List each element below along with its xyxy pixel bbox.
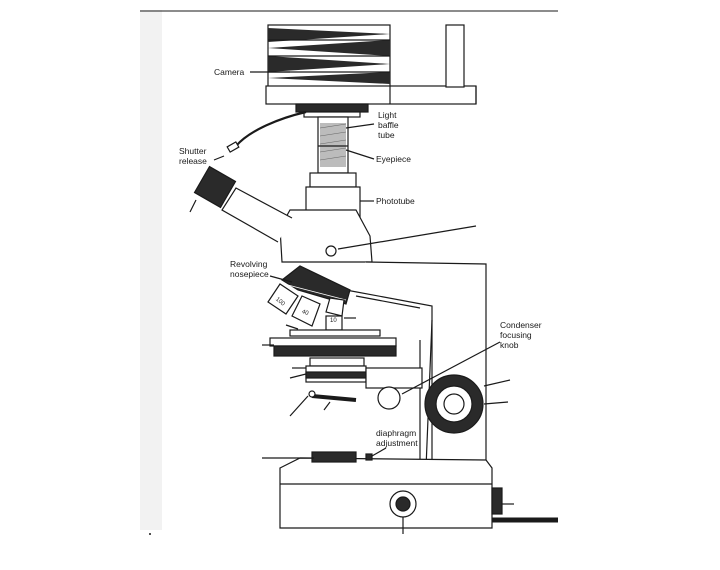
page-gutter [140,10,162,530]
label-diaphragm-adjustment: diaphragm adjustment [376,428,419,448]
baffle-leader [345,123,375,129]
stage-platform [262,324,397,357]
diaphragm-screw [262,453,373,461]
label-light-baffle-tube: Light baffle tube [378,110,401,140]
condenser-bracket [365,367,423,410]
objective-10 [325,297,356,331]
shutter-release-cable [213,110,307,161]
nosepiece-leader [269,275,293,283]
focus-knob [424,374,511,434]
filter-holder [289,390,357,417]
camera [265,24,477,105]
objective-marking-40: 40 [301,309,310,317]
microscope-base [279,451,558,529]
head-leader [337,225,477,250]
objective-marking-100: 100 [274,297,286,308]
condenser-knob-leader [401,341,501,395]
light-baffle-tube [317,116,349,174]
lamp-dial [389,490,417,534]
binocular-head [189,165,373,263]
label-phototube: Phototube [376,196,415,206]
condenser [289,357,367,383]
objective-40 [291,295,321,327]
objective-marking-10: 10 [330,318,337,324]
label-revolving-nosepiece: Revolving nosepiece [230,259,270,279]
label-camera: Camera [214,67,245,77]
label-condenser-focusing-knob: Condenser focusing knob [500,320,544,350]
camera-mount [295,103,369,118]
diaphragm-leader [371,447,387,457]
revolving-nosepiece [280,265,351,305]
label-shutter-release: Shutter release [179,146,209,166]
eyepiece-leader [345,149,375,160]
stray-mark [149,533,151,535]
label-eyepiece: Eyepiece [376,154,411,164]
objective-100 [267,283,299,315]
arm-leader [355,295,421,309]
